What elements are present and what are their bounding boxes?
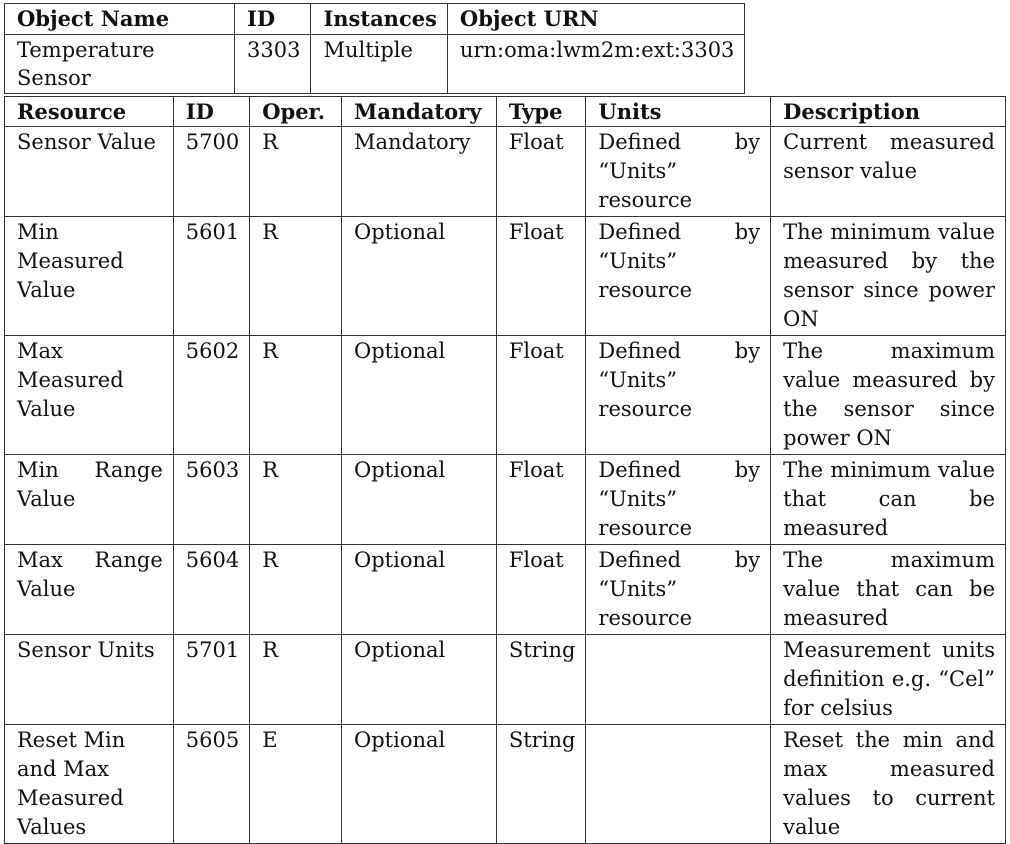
header-type: Type: [495, 96, 587, 127]
cell-oper: R: [249, 216, 343, 336]
header-resource: Resource: [4, 96, 174, 127]
header-units: Units: [585, 96, 772, 127]
cell-oper: R: [249, 544, 343, 635]
cell-type: Float: [495, 126, 587, 217]
resource-table-header-row: Resource ID Oper. Mandatory Type Units D…: [4, 96, 1006, 127]
cell-units: Defined by “Units” resource: [585, 335, 772, 455]
header-mandatory: Mandatory: [341, 96, 497, 127]
object-table-header-row: Object Name ID Instances Object URN: [4, 3, 746, 35]
header-oper: Oper.: [249, 96, 343, 127]
cell-oper: R: [249, 634, 343, 725]
cell-mandatory: Optional: [341, 634, 497, 725]
object-urn: urn:oma:lwm2m:ext:3303: [446, 34, 746, 94]
header-instances: Instances: [310, 3, 448, 35]
object-table-row: Temperature Sensor 3303 Multiple urn:oma…: [4, 34, 746, 94]
table-row: Min Measured Value 5601 R Optional Float…: [4, 216, 1006, 336]
table-row: Min Range Value 5603 R Optional Float De…: [4, 454, 1006, 545]
table-row: Sensor Units 5701 R Optional String Meas…: [4, 634, 1006, 725]
cell-oper: R: [249, 126, 343, 217]
object-instances: Multiple: [310, 34, 448, 94]
object-id: 3303: [233, 34, 312, 94]
cell-oper: E: [249, 724, 343, 844]
cell-id: 5604: [172, 544, 251, 635]
cell-units: Defined by “Units” resource: [585, 216, 772, 336]
resource-table: Resource ID Oper. Mandatory Type Units D…: [4, 96, 1006, 844]
cell-oper: R: [249, 454, 343, 545]
cell-units: Defined by “Units” resource: [585, 454, 772, 545]
object-name: Temperature Sensor: [4, 34, 235, 94]
cell-description: The maximum value that can be measured: [770, 544, 1006, 635]
cell-resource: Sensor Value: [4, 126, 174, 217]
cell-resource: Reset Min and Max Measured Values: [4, 724, 174, 844]
cell-id: 5601: [172, 216, 251, 336]
cell-type: Float: [495, 544, 587, 635]
header-id: ID: [233, 3, 312, 35]
table-row: Sensor Value 5700 R Mandatory Float Defi…: [4, 126, 1006, 217]
cell-mandatory: Optional: [341, 544, 497, 635]
cell-resource: Min Range Value: [4, 454, 174, 545]
table-row: Max Range Value 5604 R Optional Float De…: [4, 544, 1006, 635]
header-id: ID: [172, 96, 251, 127]
cell-mandatory: Optional: [341, 454, 497, 545]
cell-units: [585, 724, 772, 844]
cell-resource: Sensor Units: [4, 634, 174, 725]
cell-mandatory: Mandatory: [341, 126, 497, 217]
cell-resource: Max Range Value: [4, 544, 174, 635]
cell-id: 5700: [172, 126, 251, 217]
cell-description: Measurement units definition e.g. “Cel” …: [770, 634, 1006, 725]
cell-description: The minimum value measured by the sen­so…: [770, 216, 1006, 336]
cell-type: Float: [495, 454, 587, 545]
cell-oper: R: [249, 335, 343, 455]
cell-resource: Min Measured Value: [4, 216, 174, 336]
object-table: Object Name ID Instances Object URN Temp…: [4, 3, 746, 94]
cell-description: Reset the min and max measured values to…: [770, 724, 1006, 844]
cell-type: Float: [495, 335, 587, 455]
header-object-name: Object Name: [4, 3, 235, 35]
cell-description: The maximum value measured by the sen­so…: [770, 335, 1006, 455]
cell-description: Current measured sensor value: [770, 126, 1006, 217]
cell-mandatory: Optional: [341, 724, 497, 844]
cell-type: String: [495, 724, 587, 844]
table-row: Max Measured Value 5602 R Optional Float…: [4, 335, 1006, 455]
cell-type: Float: [495, 216, 587, 336]
cell-id: 5605: [172, 724, 251, 844]
cell-description: The minimum value that can be measured: [770, 454, 1006, 545]
cell-resource: Max Measured Value: [4, 335, 174, 455]
cell-units: Defined by “Units” resource: [585, 126, 772, 217]
cell-id: 5603: [172, 454, 251, 545]
cell-mandatory: Optional: [341, 216, 497, 336]
cell-id: 5701: [172, 634, 251, 725]
cell-id: 5602: [172, 335, 251, 455]
header-object-urn: Object URN: [446, 3, 746, 35]
table-row: Reset Min and Max Measured Values 5605 E…: [4, 724, 1006, 844]
header-description: Description: [770, 96, 1006, 127]
cell-units: Defined by “Units” resource: [585, 544, 772, 635]
cell-units: [585, 634, 772, 725]
cell-mandatory: Optional: [341, 335, 497, 455]
cell-type: String: [495, 634, 587, 725]
